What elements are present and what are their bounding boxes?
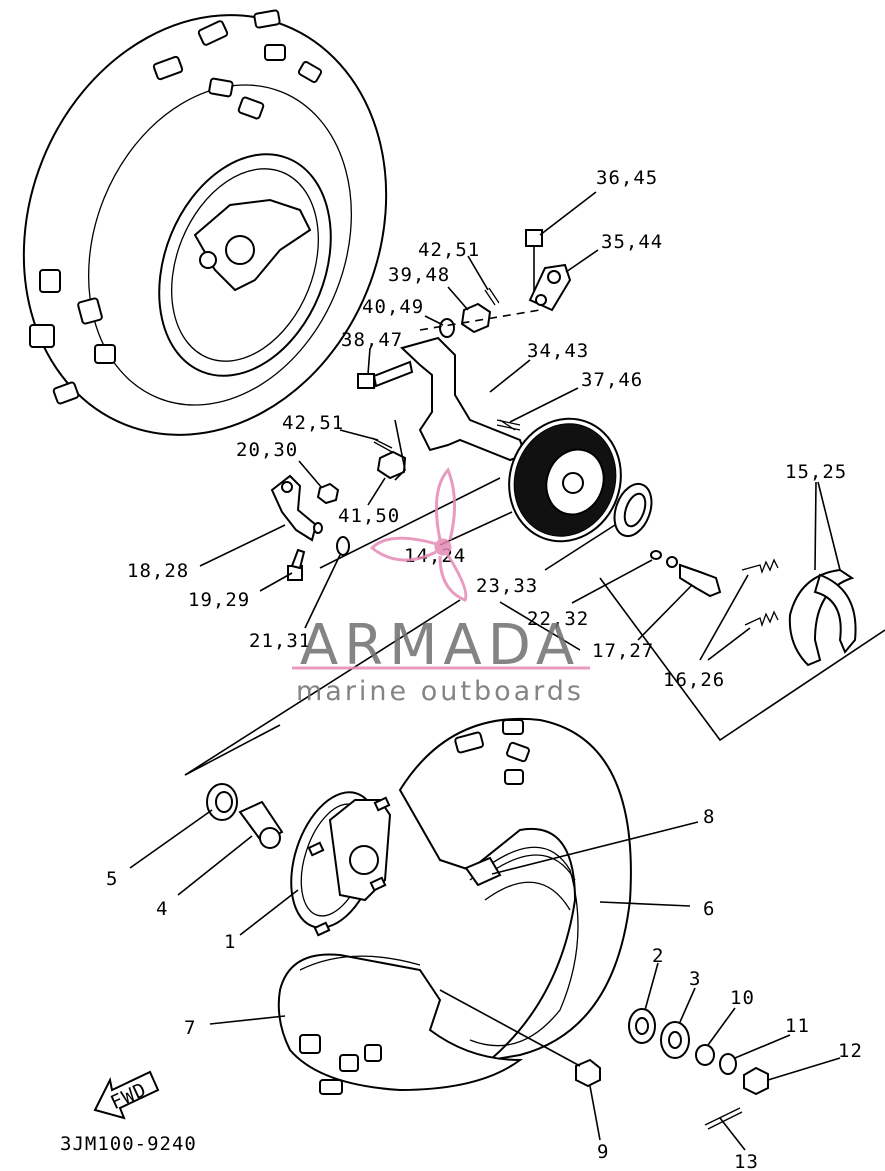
callout-2: 2 bbox=[652, 945, 664, 967]
callout-6: 6 bbox=[703, 898, 715, 920]
bolt-8 bbox=[464, 856, 502, 887]
callout-42-51-upper: 42,51 bbox=[418, 239, 480, 261]
callout-4: 4 bbox=[156, 898, 168, 920]
brake-assembly bbox=[184, 417, 885, 776]
callout-39-48: 39,48 bbox=[388, 264, 450, 286]
callout-37-46: 37,46 bbox=[581, 369, 643, 391]
spring-16-26 bbox=[741, 558, 779, 628]
rim-half-7 bbox=[277, 953, 524, 1092]
nut-39-48 bbox=[460, 302, 492, 334]
callout-8: 8 bbox=[703, 806, 715, 828]
cotter-pin-upper bbox=[484, 287, 500, 306]
watermark: ARMADA marine outboards bbox=[292, 467, 590, 707]
clip-21-31 bbox=[336, 536, 350, 556]
callout-15-25: 15,25 bbox=[785, 461, 847, 483]
callout-9: 9 bbox=[597, 1141, 609, 1163]
callout-36-45: 36,45 bbox=[596, 167, 658, 189]
nut-9 bbox=[575, 1058, 601, 1088]
callout-13: 13 bbox=[734, 1151, 759, 1171]
watermark-tagline: marine outboards bbox=[296, 676, 584, 707]
nut-20-30 bbox=[316, 482, 340, 505]
callout-38-47: 38,47 bbox=[341, 329, 403, 351]
cotter-pin-37-46 bbox=[496, 419, 521, 431]
callout-5: 5 bbox=[106, 868, 118, 890]
callout-35-44: 35,44 bbox=[601, 231, 663, 253]
diagram-code: 3JM100-9240 bbox=[60, 1133, 197, 1155]
callout-16-26: 16,26 bbox=[663, 669, 725, 691]
knuckle-34-43 bbox=[400, 336, 527, 462]
callout-18-28: 18,28 bbox=[127, 560, 189, 582]
o-ring-22-32 bbox=[650, 550, 662, 560]
callout-41-50: 41,50 bbox=[338, 505, 400, 527]
callout-17-27: 17,27 bbox=[592, 640, 654, 662]
callout-34-43: 34,43 bbox=[527, 340, 589, 362]
hub-1 bbox=[290, 791, 392, 937]
callout-42-51-lower: 42,51 bbox=[282, 412, 344, 434]
callout-1: 1 bbox=[224, 931, 236, 953]
exploded-wheel bbox=[206, 717, 769, 1130]
steering-knuckle-group bbox=[357, 229, 572, 481]
callout-12: 12 bbox=[838, 1040, 863, 1062]
callout-40-49: 40,49 bbox=[362, 296, 424, 318]
callout-19-29: 19,29 bbox=[188, 589, 250, 611]
fwd-arrow: FWD bbox=[93, 1070, 160, 1120]
callout-3: 3 bbox=[689, 968, 701, 990]
bolt-38-47 bbox=[357, 360, 414, 389]
callout-22-32: 22,32 bbox=[527, 608, 589, 630]
nut-12 bbox=[743, 1066, 769, 1096]
callout-20-30: 20,30 bbox=[236, 439, 298, 461]
callout-10: 10 bbox=[730, 987, 755, 1009]
callout-labels: 36,45 35,44 42,51 39,48 40,49 38,47 34,4… bbox=[106, 167, 863, 1171]
brake-cam-17-27 bbox=[679, 563, 722, 598]
cotter-pin-13 bbox=[704, 1107, 743, 1130]
callout-11: 11 bbox=[785, 1015, 810, 1037]
bracket-18-28 bbox=[270, 474, 318, 542]
bracket-group bbox=[270, 474, 350, 581]
washer-40-49 bbox=[439, 318, 455, 338]
washer-11 bbox=[719, 1053, 737, 1075]
collar-10 bbox=[695, 1044, 715, 1066]
callout-21-31: 21,31 bbox=[249, 630, 311, 652]
bolt-19-29 bbox=[287, 548, 306, 581]
propeller-logo bbox=[369, 467, 468, 602]
brake-shoe-15-25 bbox=[788, 568, 855, 667]
callout-7: 7 bbox=[184, 1017, 196, 1039]
callout-23-33: 23,33 bbox=[476, 575, 538, 597]
cotter-pin-lower bbox=[371, 437, 393, 453]
assembled-wheel bbox=[22, 9, 388, 436]
leader-lines bbox=[129, 191, 841, 1151]
